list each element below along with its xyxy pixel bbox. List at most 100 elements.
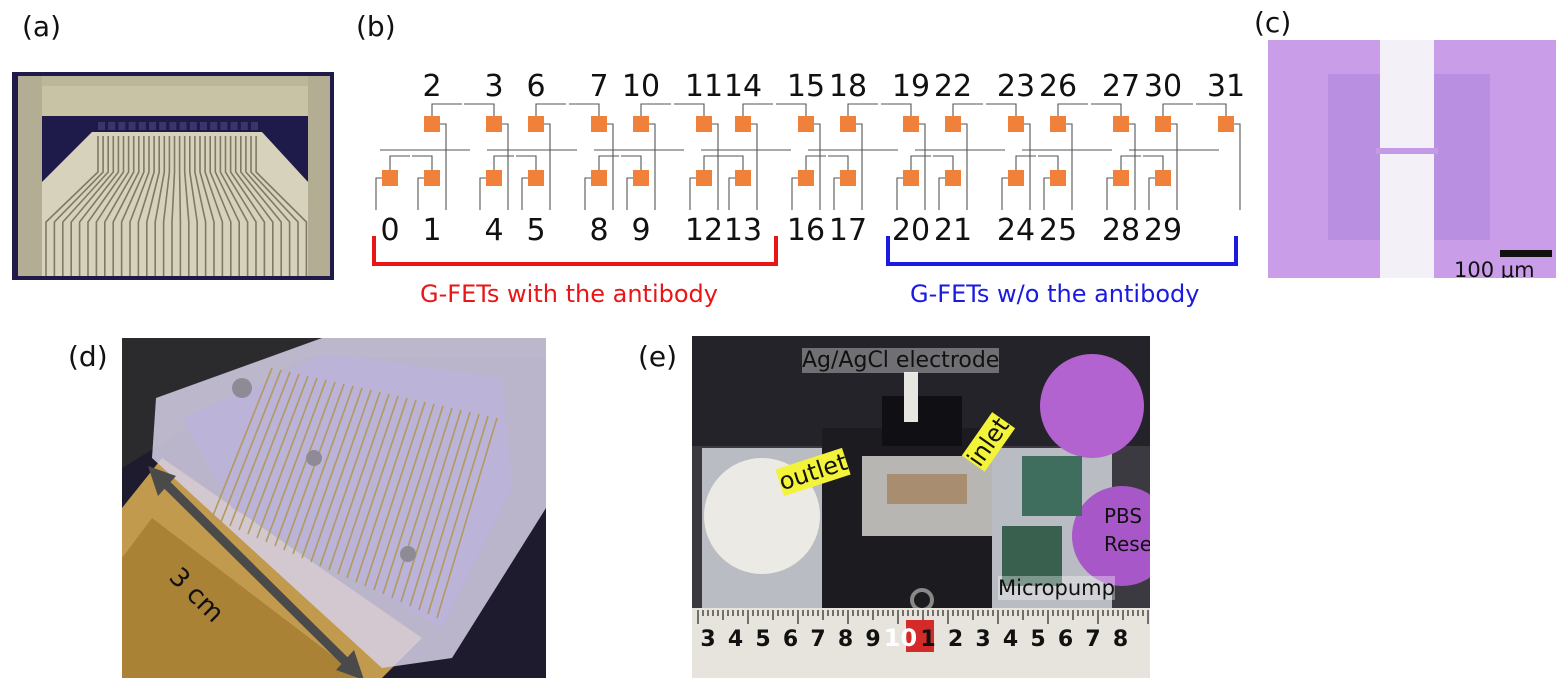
chip-trace [137, 136, 155, 276]
chip-trace [70, 136, 115, 276]
top-wire [952, 103, 983, 116]
cell-trace [418, 413, 480, 611]
bottom-pad [1050, 170, 1066, 186]
chip-trace [194, 136, 207, 276]
bottom-device-number: 24 [997, 213, 1035, 248]
chip-trace [129, 136, 150, 276]
bottom-wire [621, 155, 642, 170]
reservoir-label-line1: PBS [1104, 504, 1143, 528]
chip-pad [149, 122, 156, 130]
ruler-digit: 9 [865, 627, 880, 652]
top-wire [986, 103, 1017, 116]
top-pad [591, 116, 607, 132]
top-wire [881, 103, 912, 116]
bottom-lead [1043, 177, 1050, 210]
micrograph: 100 μm [1268, 40, 1556, 278]
bottom-wire [516, 155, 537, 170]
electrode-label: Ag/AgCl electrode [802, 348, 1000, 373]
cell-trace [328, 393, 390, 571]
chip-trace [199, 136, 215, 276]
chip-trace [240, 136, 282, 276]
cell-trace [247, 375, 309, 535]
bottom-lead [375, 177, 382, 210]
bottom-wire [1038, 155, 1059, 170]
top-device-number: 30 [1144, 69, 1182, 104]
cell-trace [256, 377, 318, 539]
bottom-wire [1143, 155, 1164, 170]
bottom-lead [1148, 177, 1155, 210]
chip-pad [179, 122, 187, 130]
bottom-lead [521, 177, 528, 210]
reservoir-label-line2: Reservoir [1104, 532, 1150, 556]
label-without-antibody: G-FETs w/o the antibody [910, 280, 1200, 308]
bottom-lead [417, 177, 424, 210]
panel-label-c: (c) [1254, 6, 1292, 39]
top-device-number: 7 [589, 69, 608, 104]
bottom-pad [424, 170, 440, 186]
ruler-digit: 1 [920, 627, 935, 652]
top-device-number: 3 [484, 69, 503, 104]
bottom-lead [689, 177, 696, 210]
top-lead [712, 123, 719, 210]
chip-photo [12, 72, 334, 280]
bottom-wire [828, 155, 849, 170]
cell-trace [301, 387, 363, 559]
bottom-pad [798, 170, 814, 186]
bottom-device-number: 16 [787, 213, 825, 248]
chip-trace [171, 136, 176, 276]
chip-pad [138, 122, 146, 130]
bottom-device-number: 17 [829, 213, 867, 248]
top-wire [776, 103, 807, 116]
cell-trace [265, 379, 327, 543]
chip-trace [146, 136, 160, 276]
ruler-digit: 7 [1085, 627, 1100, 652]
chip-pad [159, 122, 167, 130]
top-wire [1091, 103, 1122, 116]
bottom-device-number: 5 [526, 213, 545, 248]
chip-pad [98, 122, 105, 130]
cell-trace [355, 399, 417, 583]
cell-trace [346, 397, 408, 579]
chip-trace [229, 136, 266, 276]
channel-gap [1380, 40, 1434, 278]
top-device-number: 2 [422, 69, 441, 104]
bottom-pad [735, 170, 751, 186]
top-pad [1008, 116, 1024, 132]
top-lead [440, 123, 447, 210]
micropump-label: Micropump [998, 576, 1115, 600]
bottom-pad [840, 170, 856, 186]
bottom-wire [1120, 155, 1141, 170]
top-device-number: 15 [787, 69, 825, 104]
bottom-pad [903, 170, 919, 186]
bottom-pad [1008, 170, 1024, 186]
top-device-number: 31 [1207, 69, 1245, 104]
scale-bar [1500, 250, 1552, 257]
cell-trace [400, 409, 462, 603]
top-pad [696, 116, 712, 132]
cell-trace [436, 417, 498, 619]
top-device-number: 6 [526, 69, 545, 104]
bottom-pad [382, 170, 398, 186]
bottom-lead [626, 177, 633, 210]
panel-label-d: (d) [68, 340, 108, 373]
ruler-digit: 3 [975, 627, 990, 652]
chip-trace [204, 136, 224, 276]
bottom-device-number: 29 [1144, 213, 1182, 248]
top-pad [528, 116, 544, 132]
top-device-number: 14 [724, 69, 762, 104]
top-device-number: 11 [685, 69, 723, 104]
chip-photo-graphic [12, 72, 334, 280]
top-device-number: 10 [622, 69, 660, 104]
chip-trace [154, 136, 166, 276]
panel-label-b: (b) [356, 10, 396, 43]
top-wire [431, 103, 462, 116]
top-wire [742, 103, 773, 116]
chip-trace [45, 136, 99, 276]
bottom-device-number: 25 [1039, 213, 1077, 248]
flow-cell-graphic [122, 338, 546, 678]
top-pad [1218, 116, 1234, 132]
top-wire [464, 103, 495, 116]
top-lead [607, 123, 614, 210]
